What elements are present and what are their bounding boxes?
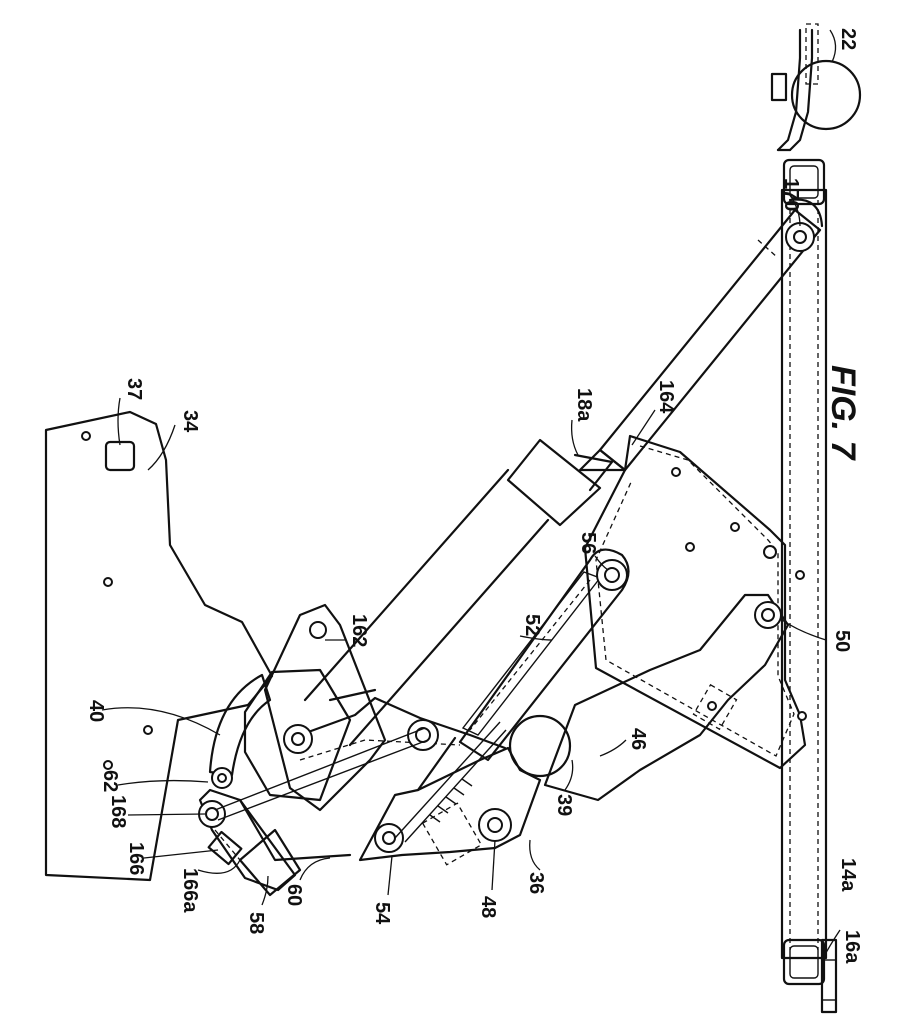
- label-170: 170: [780, 178, 802, 211]
- label-52: 52: [521, 614, 543, 636]
- label-166: 166: [125, 842, 147, 875]
- label-164: 164: [655, 380, 677, 414]
- link-164: [598, 198, 824, 472]
- cam-39: [508, 714, 572, 778]
- label-48: 48: [477, 896, 499, 918]
- link-58: [238, 828, 302, 897]
- plate-34: [44, 410, 274, 882]
- label-54: 54: [371, 902, 393, 925]
- actuator-18a: [303, 438, 627, 747]
- label-22: 22: [837, 28, 859, 50]
- label-16a: 16a: [841, 930, 863, 964]
- label-18a: 18a: [573, 388, 595, 422]
- arm-40: [208, 673, 272, 789]
- label-34: 34: [179, 410, 201, 433]
- label-46: 46: [627, 728, 649, 750]
- label-162: 162: [348, 614, 370, 647]
- labels: 22 170 164 18a 37 34 56 52 162 50 40 62 …: [85, 28, 863, 964]
- housing-60: [238, 668, 352, 862]
- label-166a: 166a: [179, 868, 201, 913]
- label-60: 60: [283, 884, 305, 906]
- base-plate: [583, 434, 807, 770]
- bracket-16a: [820, 938, 838, 1014]
- rail-end-top: [782, 158, 826, 206]
- label-40: 40: [85, 700, 107, 722]
- rail-14a: [780, 188, 828, 960]
- link-36: [358, 721, 542, 866]
- label-168: 168: [107, 795, 129, 828]
- figure-title: FIG. 7: [824, 365, 862, 462]
- pivot-bracket: [298, 696, 507, 761]
- lever-52: [416, 548, 630, 792]
- label-37: 37: [123, 378, 145, 400]
- bracket-46: [543, 593, 790, 802]
- label-50: 50: [831, 630, 853, 652]
- rail-end-bottom: [782, 938, 826, 986]
- label-62: 62: [99, 770, 121, 792]
- label-14a: 14a: [837, 858, 859, 892]
- tube-22: [770, 23, 862, 152]
- label-36: 36: [525, 872, 547, 894]
- label-39: 39: [553, 794, 575, 816]
- label-58: 58: [245, 912, 267, 934]
- label-56: 56: [577, 532, 599, 554]
- rod-168: [214, 727, 429, 821]
- leader-lines: [101, 29, 841, 961]
